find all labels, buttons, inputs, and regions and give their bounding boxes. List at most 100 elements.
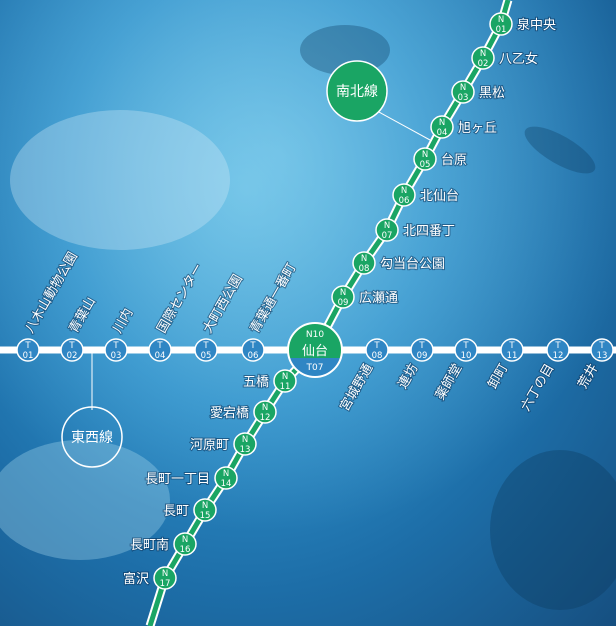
station-number: 13 [240,445,251,455]
station-line-letter: N [282,372,288,382]
interchange-bottom [288,358,342,377]
station-name: 長町 [163,504,189,519]
station-line-letter: T [112,341,119,351]
station-line-letter: N [401,186,407,196]
station-name: 河原町 [190,438,229,453]
station-marker [546,338,570,362]
station-number: 08 [359,264,370,274]
station-marker [331,285,355,309]
station-number: 04 [437,128,448,138]
station-marker [153,566,177,590]
station-number: 11 [507,351,518,361]
interchange-name: 仙台 [302,344,328,359]
station-line-letter: N [340,288,346,298]
station-number: 10 [461,351,472,361]
station-name: 北仙台 [420,189,459,204]
station-name: 台原 [441,153,467,168]
station-number: 11 [280,382,291,392]
station-number: 03 [458,93,469,103]
station-number: 02 [67,351,78,361]
station-name: 長町南 [130,537,169,553]
station-n11[interactable]: N11 五橋 [242,369,297,393]
station-n09[interactable]: N09 広瀬通 [331,285,399,309]
interchange-code-bottom: T07 [306,363,324,373]
station-name: 五橋 [243,375,269,390]
station-number: 09 [417,351,428,361]
station-number: 12 [553,351,564,361]
station-line-letter: T [462,341,469,351]
station-number: 05 [201,351,212,361]
station-line-letter: N [361,254,367,264]
station-line-letter: N [422,150,428,160]
station-number: 06 [248,351,259,361]
station-line-letter: N [439,118,445,128]
station-n08[interactable]: N08 勾当台公園 [352,251,446,275]
station-number: 17 [160,579,171,589]
station-n14[interactable]: N14 長町一丁目 [144,466,238,490]
station-line-letter: T [373,341,380,351]
station-line-letter: T [554,341,561,351]
station-number: 06 [399,196,410,206]
station-number: 14 [221,479,232,489]
station-line-letter: N [223,469,229,479]
namboku-line-label: 南北線 [336,84,378,100]
namboku-line-badge [326,60,388,122]
station-marker [430,115,454,139]
station-n06[interactable]: N06 北仙台 [392,183,460,207]
station-line-letter: T [249,341,256,351]
station-n02[interactable]: N02 八乙女 [471,46,539,70]
station-marker [214,466,238,490]
station-name: 旭ヶ丘 [458,121,497,136]
station-name: 愛宕橋 [210,406,249,421]
station-name: 富沢 [123,571,149,587]
station-name: 長町一丁目 [145,472,210,487]
station-number: 01 [496,25,507,35]
station-marker [352,251,376,275]
station-number: 01 [23,351,34,361]
station-n04[interactable]: N04 旭ヶ丘 [430,115,498,139]
station-name: 広瀬通 [359,291,398,306]
fish-school-shape [10,110,230,250]
station-number: 07 [382,231,393,241]
station-marker [273,369,297,393]
rock-shape [490,450,616,610]
station-line-letter: N [262,403,268,413]
station-name: 八乙女 [499,51,538,67]
station-marker [500,338,524,362]
station-marker [253,400,277,424]
station-marker [233,432,257,456]
station-marker [148,338,172,362]
station-number: 02 [478,59,489,69]
station-name: 勾当台公園 [380,257,445,272]
station-number: 09 [338,298,349,308]
station-marker [590,338,614,362]
station-name: 北四番丁 [403,224,455,239]
station-marker [241,338,265,362]
station-line-letter: T [418,341,425,351]
sendai-interchange[interactable]: N10 仙台 T07 [287,322,343,380]
station-line-letter: N [202,501,208,511]
interchange-ring [287,322,343,378]
station-number: 16 [180,545,191,555]
fish-school-shape-2 [0,440,170,560]
station-line-letter: T [156,341,163,351]
interchange-code-top: N10 [306,330,324,340]
station-line-letter: T [598,341,605,351]
station-marker [173,532,197,556]
station-marker [60,338,84,362]
station-line-letter: N [480,49,486,59]
station-name: 泉中央 [517,17,556,33]
station-marker [410,338,434,362]
